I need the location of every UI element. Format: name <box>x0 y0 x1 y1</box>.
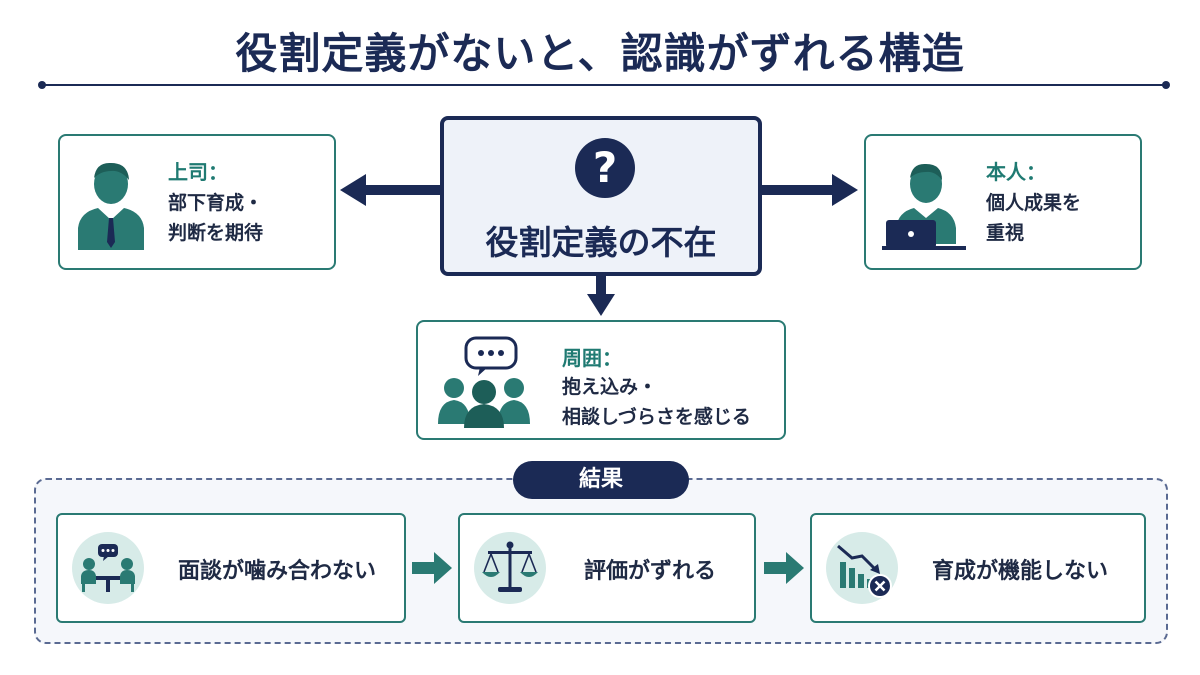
center-box: ? 役割定義の不在 <box>440 116 762 276</box>
result-card-2: 評価がずれる <box>458 513 756 623</box>
boss-label: 上司： <box>168 160 228 184</box>
arrow-to-boss <box>340 174 440 206</box>
center-title: 役割定義の不在 <box>485 223 717 262</box>
boss-line2: 判断を期待 <box>168 222 264 244</box>
businessman-icon <box>78 162 144 250</box>
results-heading: 結果 <box>513 461 689 499</box>
boss-line1: 部下育成・ <box>168 192 264 214</box>
result-card-1: 面談が噛み合わない <box>56 513 406 623</box>
self-line1: 個人成果を <box>986 192 1082 214</box>
self-card: 本人： 個人成果を 重視 <box>864 134 1142 270</box>
divider-dot-right <box>1162 81 1170 89</box>
self-line2: 重視 <box>986 222 1025 244</box>
team-card: 周囲： 抱え込み・ 相談しづらさを感じる <box>416 320 786 440</box>
result-text-3: 育成が機能しない <box>932 559 1109 584</box>
balance-scale-icon <box>482 541 538 592</box>
result-arrow-2 <box>764 552 804 584</box>
result-text-1: 面談が噛み合わない <box>178 559 377 584</box>
self-label: 本人： <box>986 160 1046 184</box>
meeting-icon <box>81 544 135 592</box>
result-card-3: 育成が機能しない <box>810 513 1146 623</box>
declining-chart-icon <box>837 544 892 598</box>
group-chat-icon <box>438 336 530 428</box>
result-arrow-1 <box>412 552 452 584</box>
team-line2: 相談しづらさを感じる <box>562 406 751 428</box>
team-line1: 抱え込み・ <box>562 376 658 398</box>
result-text-2: 評価がずれる <box>584 559 717 584</box>
arrow-to-self <box>762 174 858 206</box>
boss-card: 上司： 部下育成・ 判断を期待 <box>58 134 336 270</box>
arrow-to-team <box>587 276 615 316</box>
title-divider <box>42 84 1168 86</box>
page-title: 役割定義がないと、認識がずれる構造 <box>235 29 965 78</box>
divider-dot-left <box>38 81 46 89</box>
person-laptop-icon <box>882 163 966 250</box>
question-icon: ? <box>575 138 635 198</box>
team-label: 周囲： <box>562 346 622 370</box>
